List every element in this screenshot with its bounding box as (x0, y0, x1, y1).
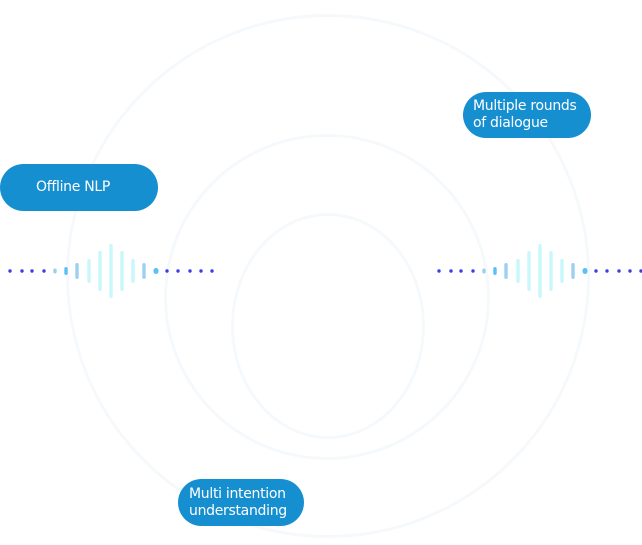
wave-dot (449, 269, 453, 273)
multi-intention-label-line1: Multi intention (189, 485, 286, 502)
wave-dot (594, 269, 598, 273)
wave-dot (605, 269, 609, 273)
wave-bar (516, 259, 520, 283)
wave-dot (639, 269, 642, 273)
sound-wave-right-icon (437, 244, 642, 298)
wave-dot (437, 269, 441, 273)
wave-bar (87, 259, 91, 283)
wave-dot (210, 269, 214, 273)
outer-ring (66, 14, 590, 538)
wave-bar (109, 244, 113, 298)
wave-bar (98, 251, 102, 291)
wave-bar (75, 263, 79, 279)
wave-bar (527, 251, 531, 291)
wave-bar (153, 268, 159, 274)
wave-bar (53, 268, 57, 274)
wave-dot (176, 269, 180, 273)
wave-dot (471, 269, 475, 273)
wave-dot (628, 269, 632, 273)
wave-bar (120, 251, 124, 291)
inner-ring (231, 213, 425, 439)
wave-dot (8, 269, 12, 273)
multi-intention-label-line2: understanding (189, 502, 287, 519)
multiple-rounds-label-line1: Multiple rounds (473, 98, 577, 114)
wave-bar (504, 263, 508, 279)
middle-ring (164, 134, 490, 460)
wave-dot (165, 269, 169, 273)
wave-dot (30, 269, 34, 273)
wave-bar (142, 263, 146, 279)
sound-wave-left-icon (8, 244, 214, 298)
wave-dot (20, 269, 24, 273)
wave-dot (459, 269, 463, 273)
wave-bar (131, 259, 135, 283)
wave-bar (493, 267, 497, 275)
wave-bar (64, 267, 68, 275)
multiple-rounds-badge: Multiple rounds of dialogue (463, 92, 591, 138)
wave-bar (549, 251, 553, 291)
wave-dot (188, 269, 192, 273)
wave-dot (42, 269, 46, 273)
wave-dot (617, 269, 621, 273)
wave-bar (538, 244, 542, 298)
wave-bar (582, 268, 588, 274)
wave-dot (199, 269, 203, 273)
offline-nlp-badge: Offline NLP (0, 164, 158, 211)
wave-bar (482, 268, 486, 274)
multi-intention-badge: Multi intention understanding (178, 479, 304, 526)
offline-nlp-label: Offline NLP (36, 179, 111, 195)
wave-bar (571, 263, 575, 279)
multiple-rounds-label-line2: of dialogue (473, 115, 548, 131)
wave-bar (560, 259, 564, 283)
